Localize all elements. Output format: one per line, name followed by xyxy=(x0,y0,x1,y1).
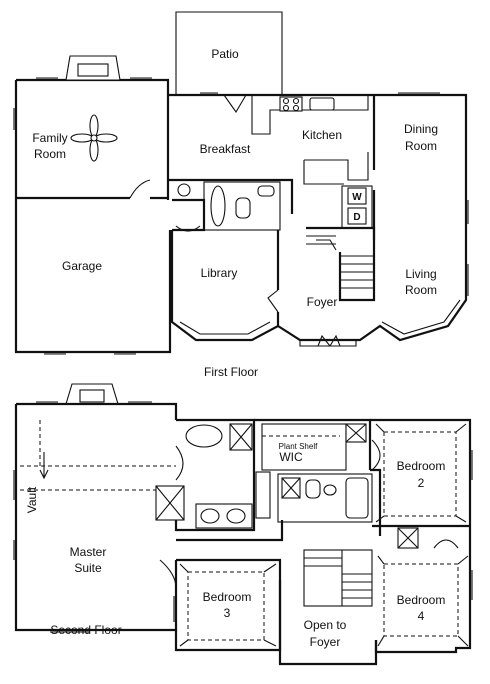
powder-room xyxy=(203,181,281,231)
washer-label: W xyxy=(352,192,362,203)
bedroom3-label-line2: 3 xyxy=(224,606,231,620)
hallway-wall xyxy=(176,520,284,542)
cross-mark xyxy=(229,423,253,451)
first-floor-title: First Floor xyxy=(204,365,258,379)
toilet xyxy=(235,197,251,219)
upper-stair-treads xyxy=(304,550,372,606)
family-room-label-line2: Room xyxy=(34,147,66,161)
burner xyxy=(282,97,290,105)
entry-door-arc xyxy=(317,334,341,347)
master-vanity xyxy=(195,503,253,529)
vault-arrow xyxy=(39,452,49,480)
upper-stairs xyxy=(303,549,373,607)
chimney-cap xyxy=(79,389,105,403)
wic-label: WIC xyxy=(279,450,303,464)
washer xyxy=(347,187,367,205)
vanity xyxy=(257,185,275,197)
open-to-foyer-label-line1: Open to xyxy=(304,618,347,632)
hall-toilet xyxy=(305,479,321,499)
stair-treads xyxy=(306,235,374,289)
ceiling-fan-icon xyxy=(70,114,118,162)
closet-door xyxy=(175,225,201,232)
wic-room xyxy=(261,423,347,471)
cross-mark xyxy=(397,527,419,549)
breakfast-label: Breakfast xyxy=(200,142,251,156)
hall-tub xyxy=(345,477,369,519)
ceiling-corner xyxy=(377,555,469,647)
bedroom3-door xyxy=(159,559,177,589)
ceiling-corner xyxy=(179,563,277,647)
powder-room-walls xyxy=(172,198,206,232)
foyer-label: Foyer xyxy=(307,295,338,309)
bedroom3-label-line1: Bedroom xyxy=(203,590,252,604)
closet-sink xyxy=(177,183,191,197)
library-door xyxy=(267,289,279,313)
hall-closet xyxy=(255,471,271,519)
first-floor-plan: W D xyxy=(13,11,469,355)
bedroom2-label-line2: 2 xyxy=(418,476,425,490)
patio-door-arc xyxy=(223,94,247,114)
master-suite-label-line2: Suite xyxy=(74,561,102,575)
open-to-foyer-label-line2: Foyer xyxy=(310,635,341,649)
living-room-label-line1: Living xyxy=(405,267,436,281)
patio-outline xyxy=(175,11,283,95)
burner xyxy=(292,104,300,112)
master-suite-walls xyxy=(14,402,178,632)
cooktop xyxy=(279,96,303,112)
bedroom2-label-line1: Bedroom xyxy=(397,459,446,473)
patio-label: Patio xyxy=(211,47,239,61)
kitchen-island xyxy=(303,152,369,185)
cross-mark xyxy=(155,485,185,521)
dryer xyxy=(347,207,367,225)
bedroom3-walls xyxy=(174,558,282,652)
garage-label: Garage xyxy=(62,259,102,273)
bedroom4-label-line2: 4 xyxy=(418,609,425,623)
kitchen-counter xyxy=(251,95,369,135)
plant-shelf-label: Plant Shelf xyxy=(279,442,318,451)
cross-mark xyxy=(281,477,301,499)
master-tub xyxy=(185,424,223,448)
fireplace-hearth xyxy=(77,63,109,77)
living-room-label-line2: Room xyxy=(405,283,437,297)
bedroom4-door xyxy=(433,539,459,549)
dining-room-label-line2: Room xyxy=(405,139,437,153)
dryer-label: D xyxy=(353,212,360,223)
breakfast-wall xyxy=(168,178,294,214)
burner xyxy=(282,104,290,112)
garage-door-arc xyxy=(129,179,151,199)
bay-window-library xyxy=(179,321,271,335)
vault-label: Vault xyxy=(25,486,39,513)
kitchen-sink xyxy=(309,97,335,111)
second-floor-plan xyxy=(13,383,473,666)
burner xyxy=(292,97,300,105)
cross-mark xyxy=(345,423,367,443)
dining-room-label-line1: Dining xyxy=(404,122,438,136)
bedroom2-dash xyxy=(383,431,457,517)
bedroom2-door xyxy=(371,439,381,471)
tub xyxy=(210,185,226,227)
kitchen-label: Kitchen xyxy=(302,128,342,142)
second-floor-title: Second Floor xyxy=(50,623,121,637)
ceiling-corner xyxy=(375,423,467,523)
basin xyxy=(226,508,246,524)
library-label: Library xyxy=(201,266,238,280)
bedroom4-label-line1: Bedroom xyxy=(397,593,446,607)
bay-window-living xyxy=(381,299,461,335)
hall-basin xyxy=(323,484,337,496)
bedroom4-dash xyxy=(383,563,459,637)
hall-bath xyxy=(277,473,373,523)
basin xyxy=(200,508,220,524)
family-room-label-line1: Family xyxy=(32,131,67,145)
master-suite-label-line1: Master xyxy=(70,545,107,559)
main-house-walls xyxy=(168,93,468,342)
front-entry xyxy=(299,340,357,347)
master-bath-door xyxy=(175,445,184,481)
